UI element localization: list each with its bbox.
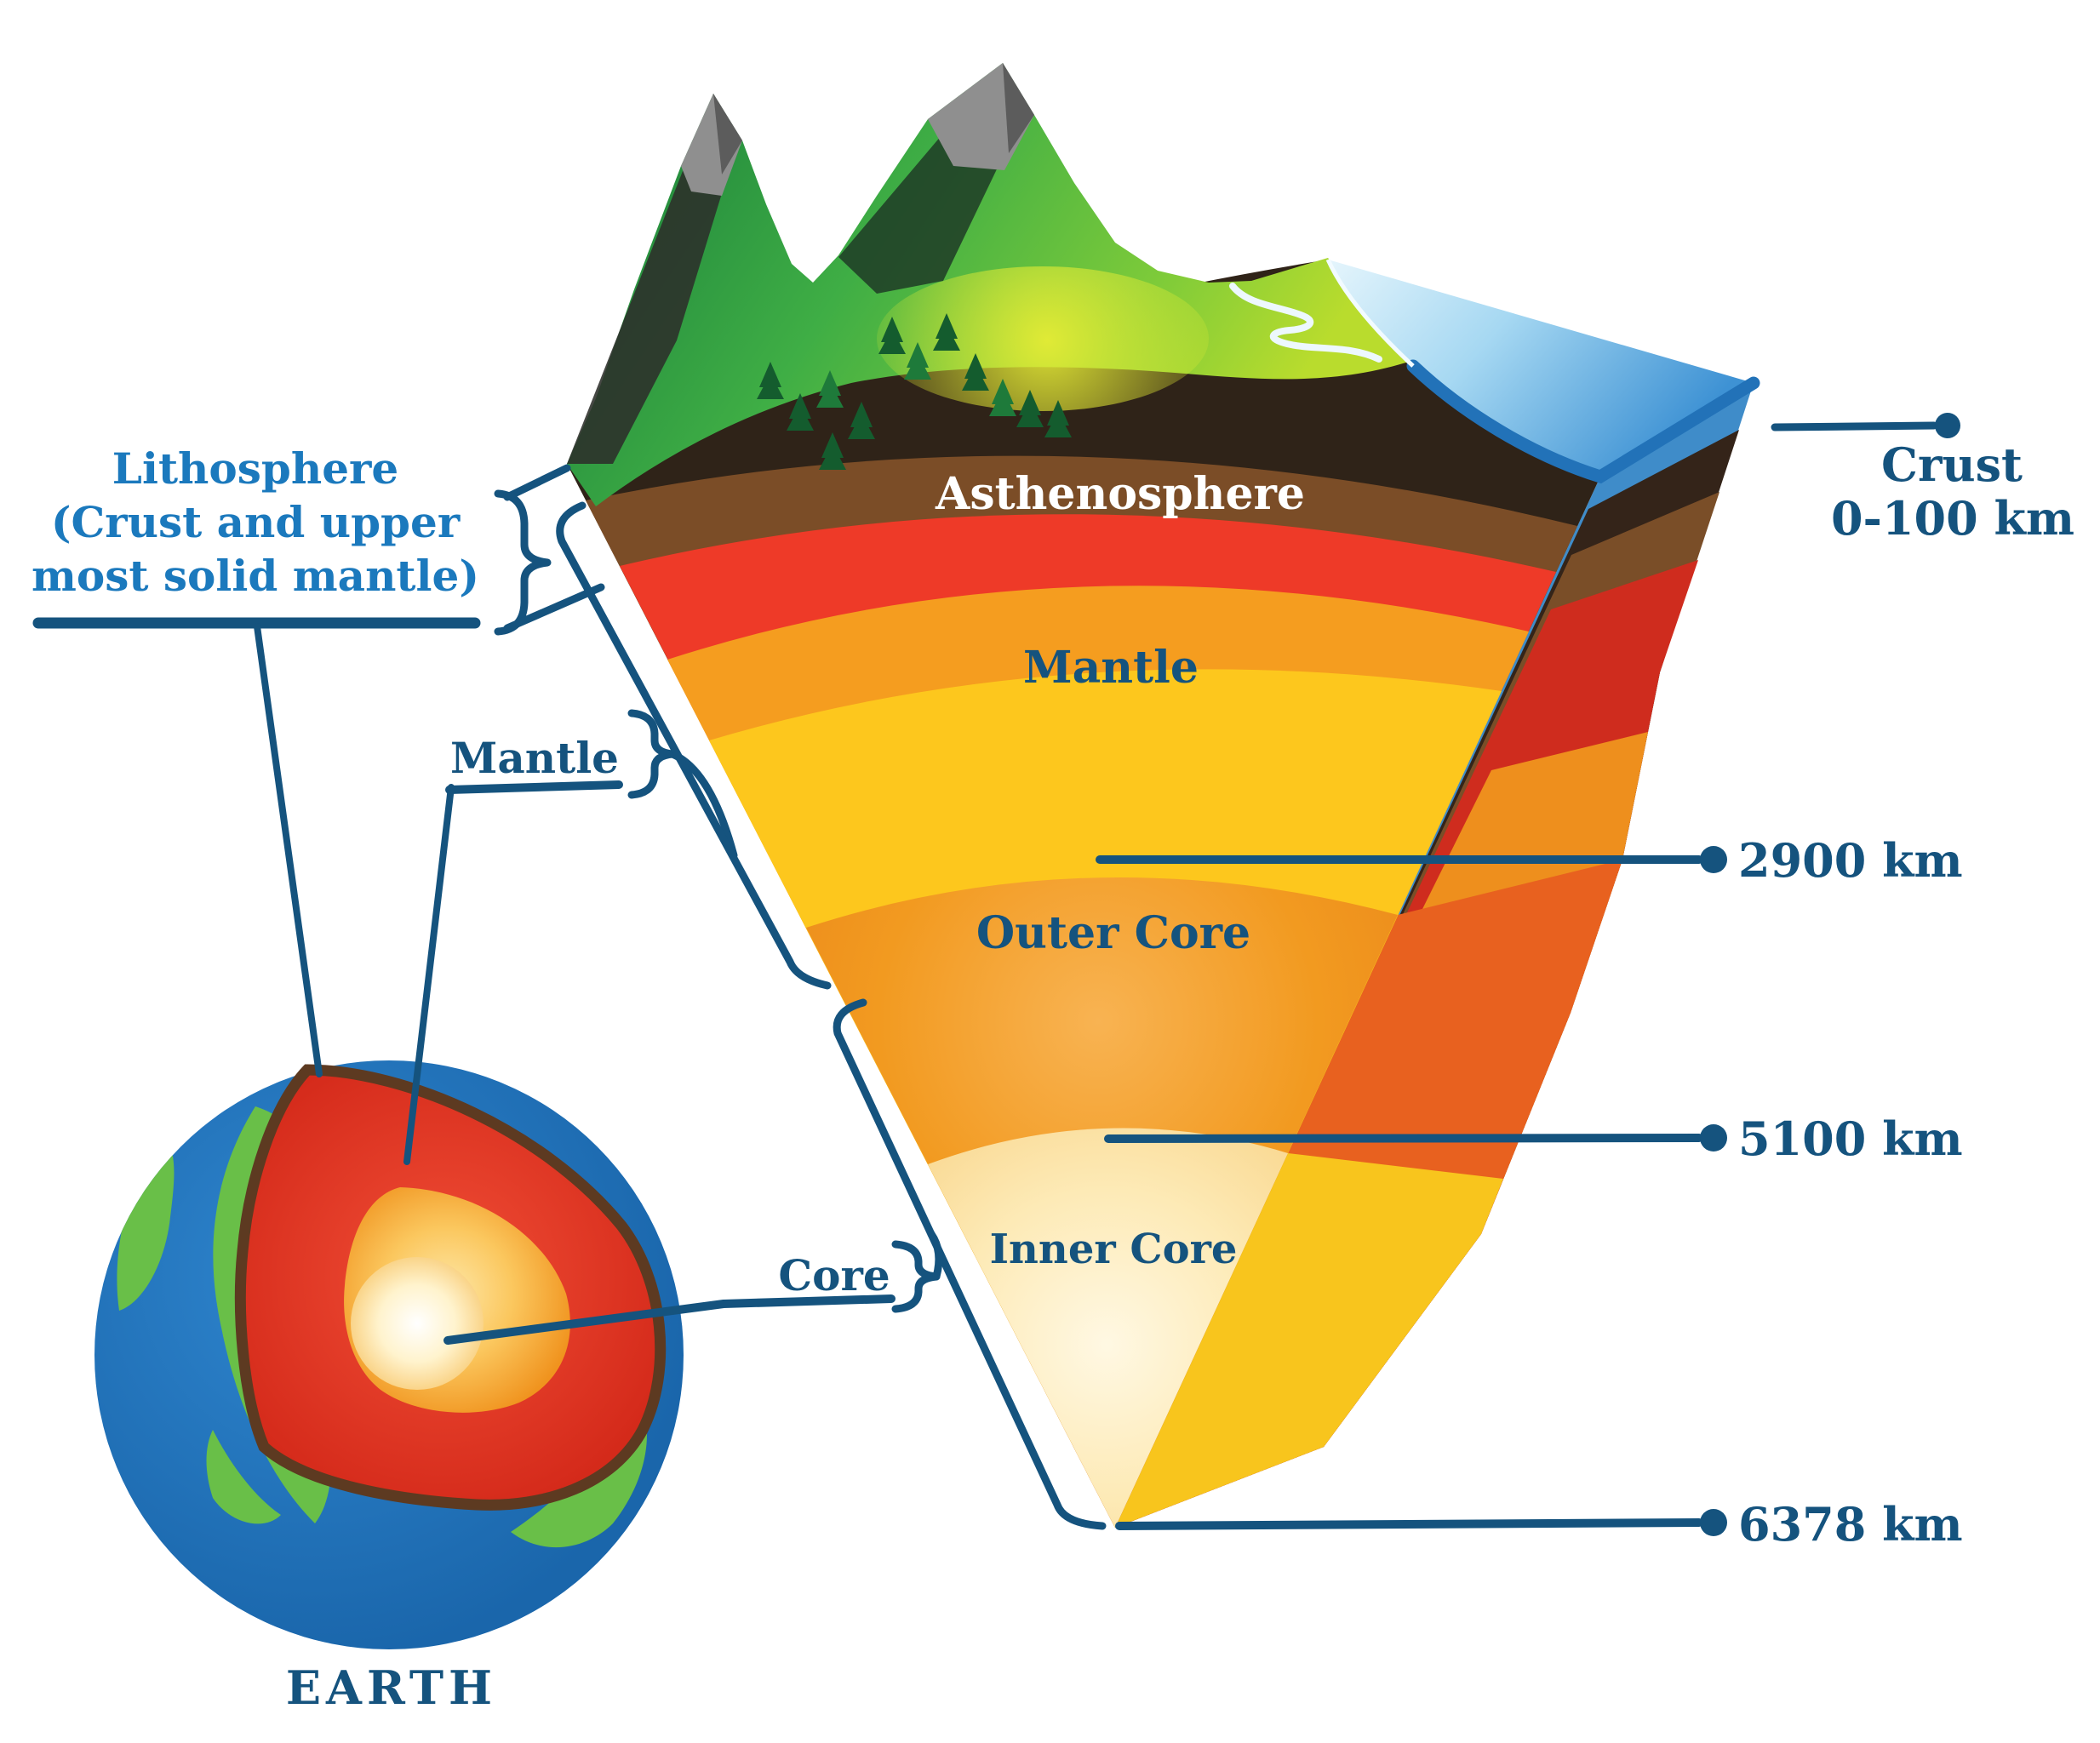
meadow-highlight	[877, 266, 1209, 411]
rocky-peak-2-facet	[1003, 63, 1034, 153]
asthenosphere-label: Asthenosphere	[935, 468, 1305, 520]
mantle-left-label: Mantle	[450, 733, 619, 783]
core-bracket	[833, 998, 1107, 1530]
mantle-underline	[445, 780, 623, 794]
wedge-side-face	[1115, 383, 1754, 1528]
river	[1229, 283, 1382, 363]
depth-marker-dots	[1700, 413, 1960, 1536]
depth-6378-label: 6378 km	[1738, 1497, 1963, 1552]
text-labels: Lithosphere (Crust and upper most solid …	[31, 437, 2074, 1715]
mountain-terrain	[567, 63, 1409, 506]
lithosphere-label-line1: Lithosphere	[112, 443, 398, 494]
outer-core-label: Outer Core	[976, 907, 1250, 959]
lithosphere-tick-bottom	[503, 583, 605, 632]
mantle-wedge-label: Mantle	[1023, 642, 1199, 694]
crust-depth-line	[1771, 421, 1938, 431]
water-front-edge	[1406, 359, 1760, 484]
depth-5100-label: 5100 km	[1738, 1112, 1963, 1166]
earth-caption: EARTH	[286, 1660, 497, 1715]
core-left-label: Core	[778, 1250, 890, 1300]
mantle-brace-icon	[627, 709, 677, 799]
mantle-bracket	[556, 501, 832, 990]
inner-core-label: Inner Core	[990, 1226, 1238, 1273]
lithosphere-label-line2: (Crust and upper	[51, 497, 461, 547]
ocean-surface	[1325, 258, 1760, 484]
globe-cut-inner-core	[351, 1257, 484, 1390]
annotations	[32, 421, 1938, 1530]
lithosphere-globe-pointer	[254, 623, 323, 1077]
depth-5100-line	[1104, 1134, 1703, 1143]
crust-marker-dot	[1935, 413, 1960, 438]
mantle-globe-pointer	[403, 784, 455, 1165]
depth-5100-dot	[1700, 1124, 1727, 1152]
wedge-front-face	[567, 260, 1600, 1529]
shoreline	[1325, 258, 1415, 368]
depth-6378-dot	[1700, 1509, 1727, 1536]
depth-6378-line	[1115, 1518, 1703, 1530]
lithosphere-label-line3: most solid mantle)	[31, 551, 479, 601]
depth-2900-dot	[1700, 846, 1727, 873]
depth-2900-label: 2900 km	[1738, 833, 1963, 888]
core-pointer	[443, 1294, 896, 1345]
core-brace-connector	[927, 1230, 943, 1281]
lithosphere-tick-top	[503, 464, 571, 501]
lithosphere-brace-icon	[494, 489, 552, 636]
core-brace-icon	[891, 1240, 941, 1313]
crust-label-line1: Crust	[1881, 437, 2023, 492]
earth-globe	[94, 1060, 684, 1649]
rocky-peak-1-facet	[713, 94, 742, 174]
crust-label-line2: 0-100 km	[1831, 491, 2074, 546]
